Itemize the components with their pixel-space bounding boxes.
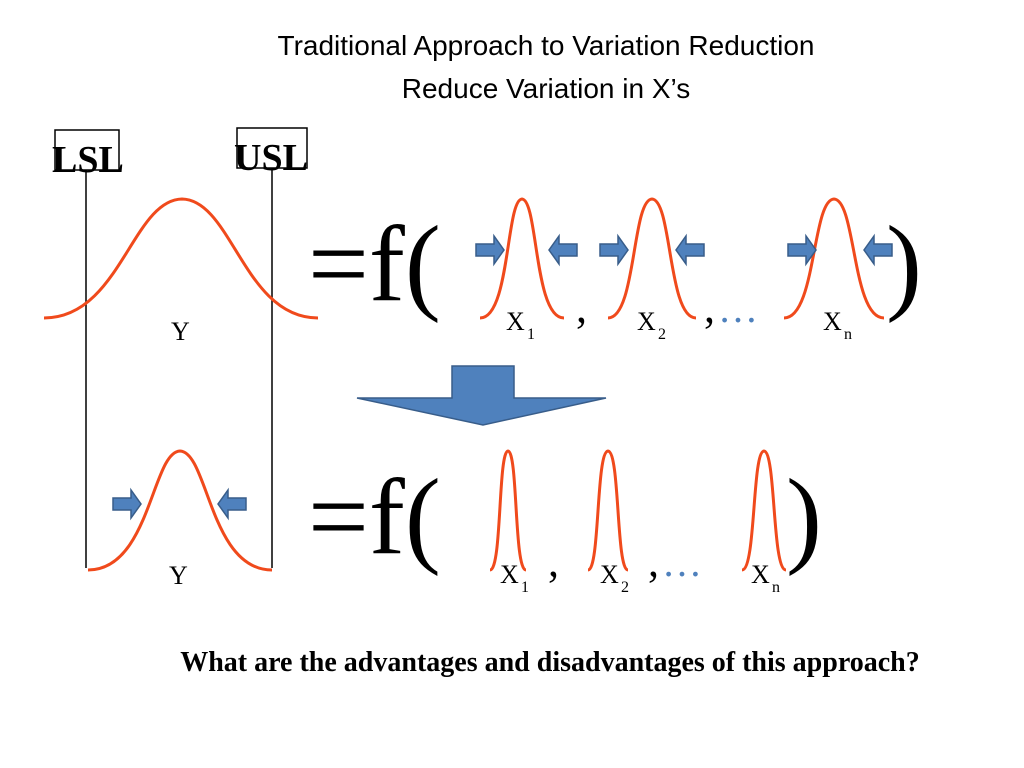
y-distribution-narrow <box>87 449 273 572</box>
x1-label-top: X <box>506 307 525 336</box>
slide-title: Traditional Approach to Variation Reduct… <box>277 30 815 61</box>
lsl-label: LSL <box>52 139 124 181</box>
function-prefix-top: =f( <box>308 205 441 324</box>
lsl-box <box>54 129 120 171</box>
separator-bottom-1: , <box>548 537 559 586</box>
function-close-bottom: ) <box>786 458 822 577</box>
arrow-right-icon <box>599 235 629 265</box>
x2-distribution-narrow <box>586 449 630 572</box>
x1-distribution-wide <box>479 197 565 320</box>
arrow-right-icon <box>112 489 142 519</box>
xn-distribution-wide <box>783 197 885 320</box>
x1-sub-top: 1 <box>527 326 535 343</box>
xn-sub-top: n <box>844 326 852 343</box>
arrow-left-icon <box>548 235 578 265</box>
x1-distribution-narrow <box>488 449 528 572</box>
xn-sub-bottom: n <box>772 579 780 596</box>
arrow-left-icon <box>675 235 705 265</box>
xn-label-bottom: X <box>751 560 770 589</box>
x2-distribution-wide <box>607 197 697 320</box>
x2-label-bottom: X <box>600 560 619 589</box>
y-label-top: Y <box>171 317 190 346</box>
function-prefix-bottom: =f( <box>308 458 441 577</box>
x2-label-top: X <box>637 307 656 336</box>
xn-label-top: X <box>823 307 842 336</box>
ellipsis-top: … <box>718 286 758 331</box>
y-label-bottom: Y <box>169 561 188 590</box>
ellipsis-bottom: … <box>662 540 702 585</box>
y-distribution-wide <box>43 197 319 320</box>
usl-label: USL <box>234 137 308 179</box>
down-arrow-icon <box>356 365 607 426</box>
separator-top-1: , <box>576 283 587 332</box>
slide-subtitle: Reduce Variation in X’s <box>401 73 691 104</box>
x1-label-bottom: X <box>500 560 519 589</box>
xn-distribution-narrow <box>741 449 787 572</box>
x2-sub-bottom: 2 <box>621 579 629 596</box>
x2-sub-top: 2 <box>658 326 666 343</box>
discussion-question: What are the advantages and disadvantage… <box>180 647 920 678</box>
arrow-left-icon <box>217 489 247 519</box>
separator-bottom-2: , <box>648 537 659 586</box>
separator-top-2: , <box>704 283 715 332</box>
arrow-right-icon <box>475 235 505 265</box>
x1-sub-bottom: 1 <box>521 579 529 596</box>
function-close-top: ) <box>886 205 922 324</box>
